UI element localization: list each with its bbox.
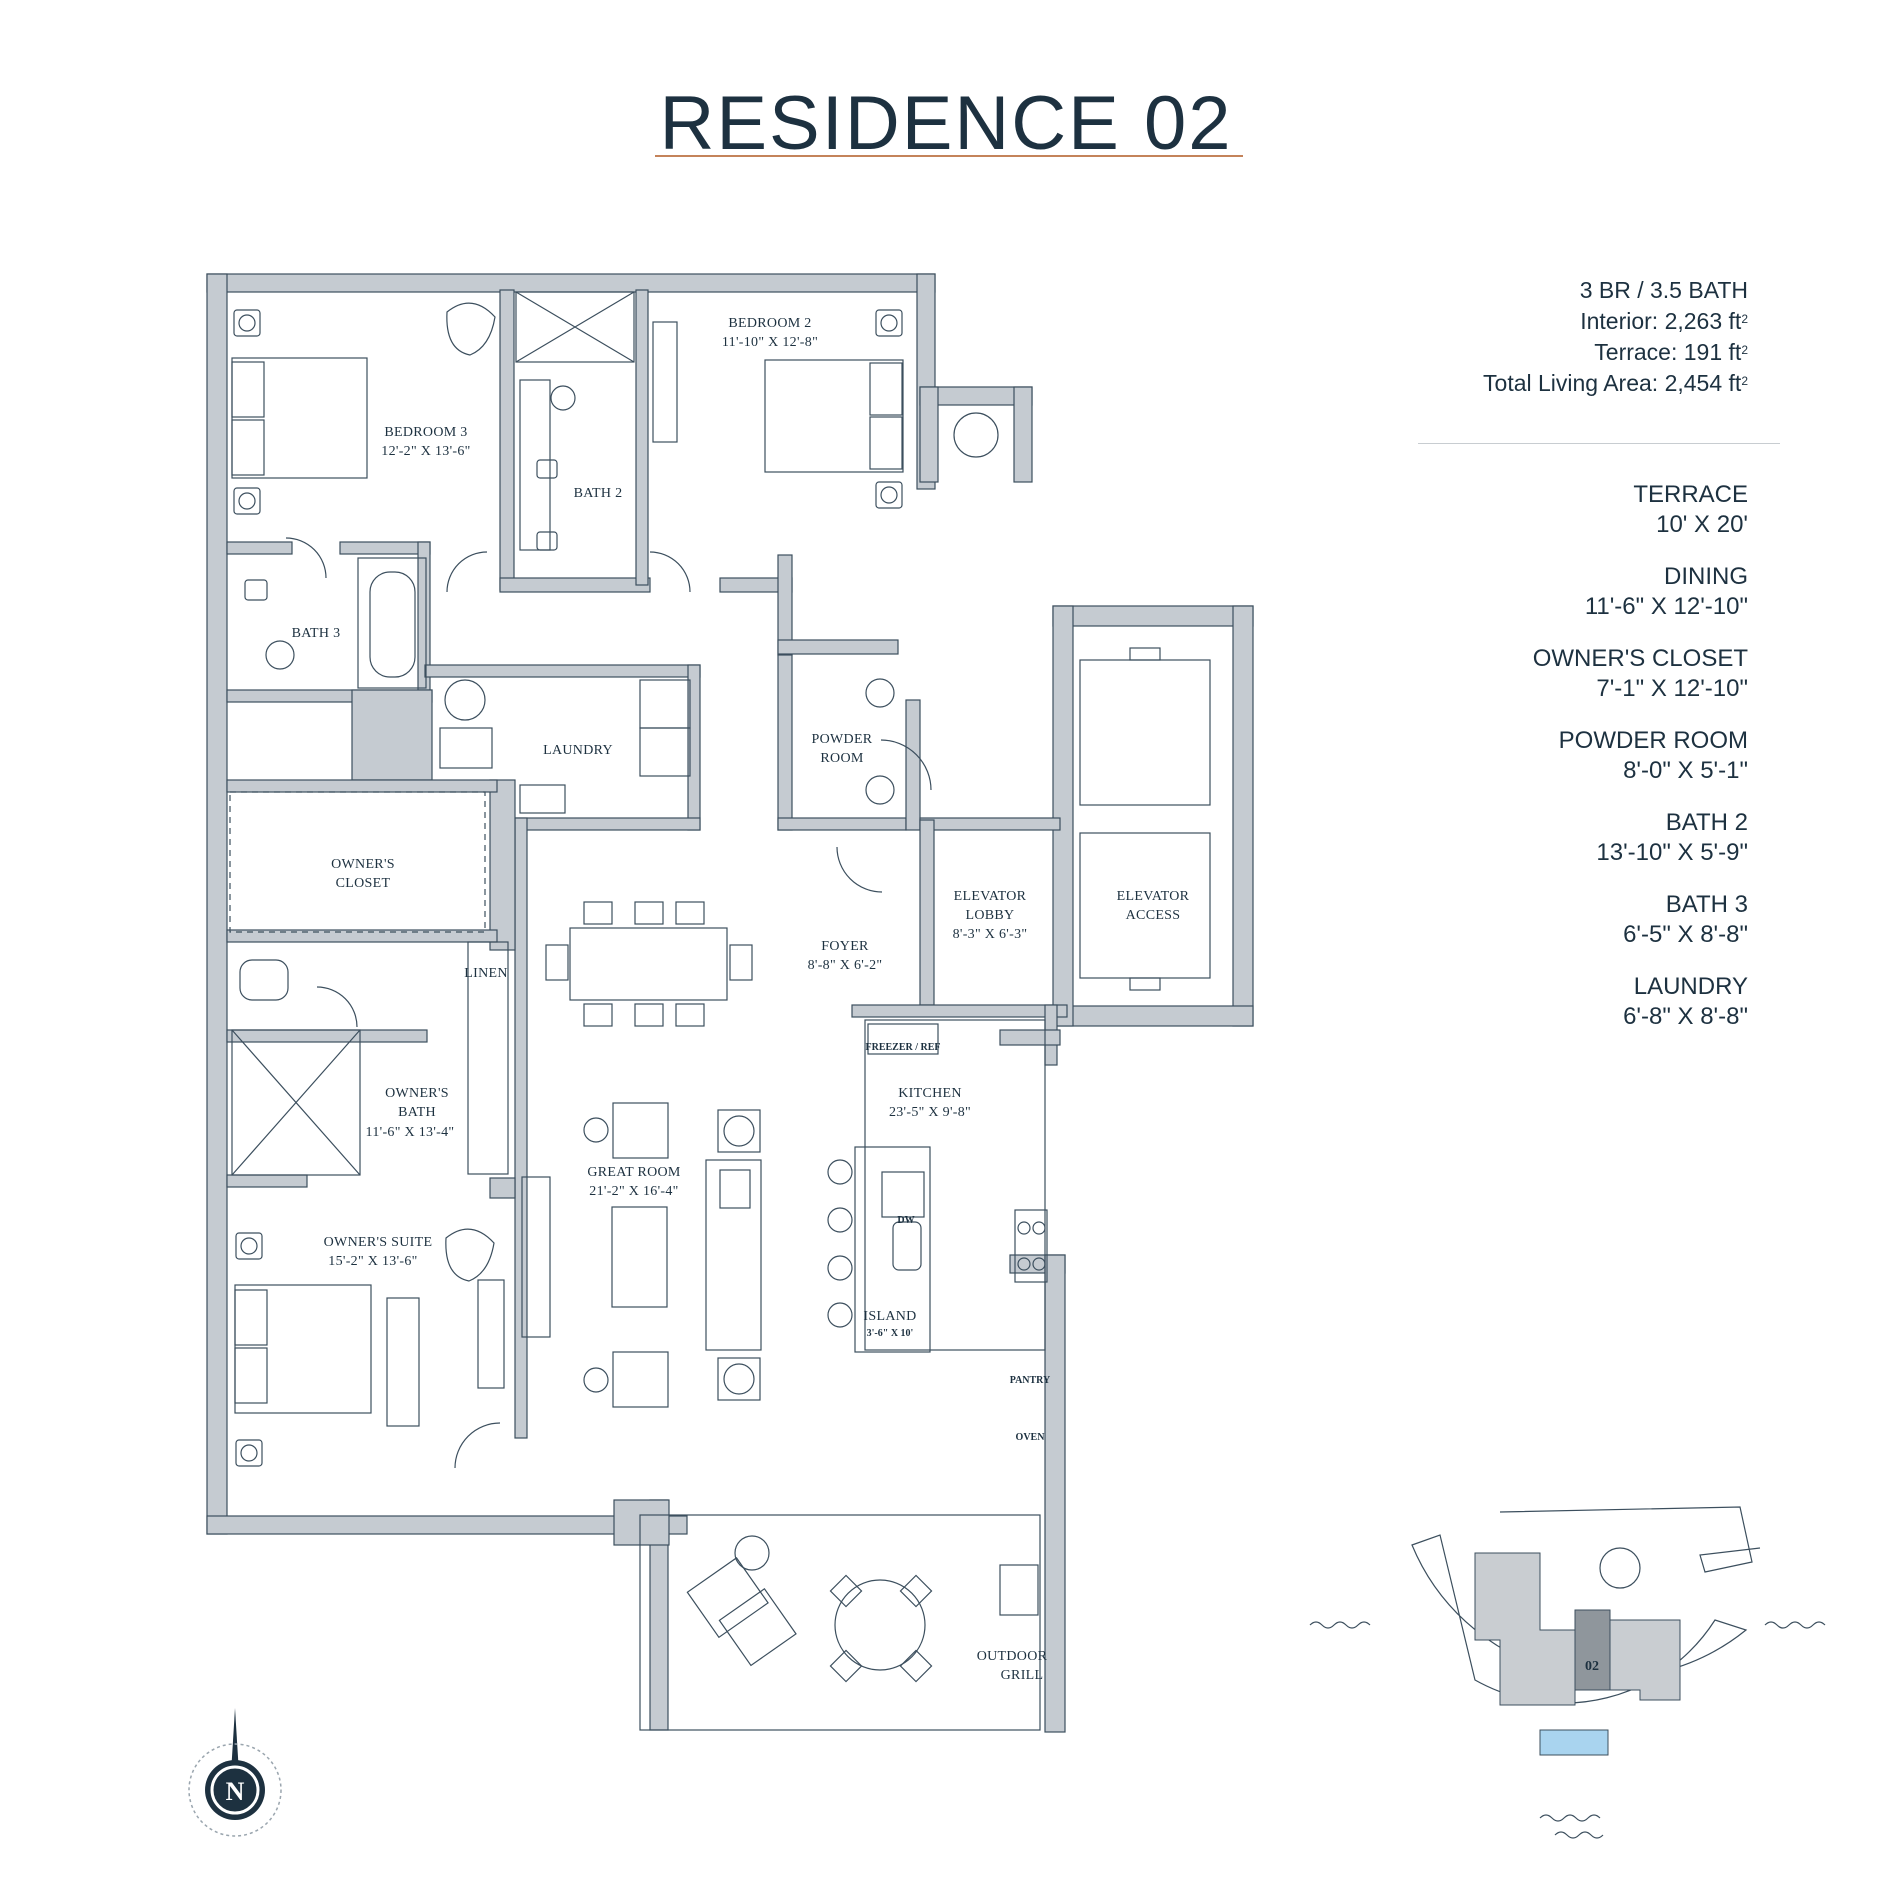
room-label-owners-suite: OWNER'S SUITE [324, 1235, 433, 1250]
room-label-bedroom3: BEDROOM 3 [384, 425, 467, 440]
key-plan-buildings [1474, 1552, 1681, 1756]
room-label-dw: DW [897, 1215, 914, 1226]
room-label-kitchen: KITCHEN [898, 1086, 962, 1101]
room-size-foyer: 8'-8" X 6'-2" [808, 958, 883, 973]
room-label-freezer: FREEZER / REF [865, 1042, 940, 1053]
fixtures [229, 291, 1211, 1731]
room-label-elevator-lobby-line1: ELEVATOR [954, 889, 1027, 904]
room-label-elevator-lobby-line2: LOBBY [966, 908, 1015, 923]
room-size-great-room: 21'-2" X 16'-4" [589, 1184, 678, 1199]
room-size-kitchen: 23'-5" X 9'-8" [889, 1105, 971, 1120]
room-size-owners-bath: 11'-6" X 13'-4" [366, 1125, 455, 1140]
room-label-outdoor-grill-line2: GRILL [1001, 1668, 1044, 1683]
room-label-laundry: LAUNDRY [543, 743, 613, 758]
room-size-elevator-lobby: 8'-3" X 6'-3" [953, 927, 1028, 942]
room-size-owners-suite: 15'-2" X 13'-6" [328, 1254, 417, 1269]
title-underline [655, 155, 1243, 157]
north-compass-icon: N [188, 1708, 282, 1837]
room-label-owners-closet-line1: OWNER'S [331, 857, 395, 872]
room-label-powder-line2: ROOM [820, 751, 863, 766]
room-label-island: ISLAND [863, 1309, 916, 1324]
key-plan-unit-label: 02 [1585, 1659, 1599, 1674]
room-label-linen: LINEN [464, 966, 508, 981]
room-label-bath2: BATH 2 [574, 486, 623, 501]
beds-baths: 3 BR / 3.5 BATH [1579, 277, 1748, 303]
terrace-area: Terrace: 191 ft2 [1594, 339, 1748, 365]
side-divider [1418, 443, 1780, 444]
unit-summary: 3 BR / 3.5 BATH Interior: 2,263 ft2 Terr… [1483, 275, 1748, 399]
room-label-owners-bath-line2: BATH [398, 1105, 436, 1120]
interior-area: Interior: 2,263 ft2 [1580, 308, 1748, 334]
room-label-owners-bath-line1: OWNER'S [385, 1086, 449, 1101]
room-label-outdoor-grill-line1: OUTDOOR [977, 1649, 1048, 1664]
room-label-owners-closet-line2: CLOSET [336, 876, 391, 891]
room-size-island: 3'-6" X 10' [867, 1328, 914, 1339]
room-label-bath3: BATH 3 [292, 626, 341, 641]
room-label-great-room: GREAT ROOM [587, 1165, 681, 1180]
room-label-oven: OVEN [1016, 1432, 1046, 1443]
room-label-pantry: PANTRY [1010, 1375, 1051, 1386]
room-size-bedroom3: 12'-2" X 13'-6" [381, 444, 470, 459]
total-area: Total Living Area: 2,454 ft2 [1483, 370, 1748, 396]
room-size-bedroom2: 11'-10" X 12'-8" [722, 335, 818, 350]
room-label-elevator-access-line1: ELEVATOR [1117, 889, 1190, 904]
room-label-powder-line1: POWDER [812, 732, 873, 747]
room-label-elevator-access-line2: ACCESS [1126, 908, 1181, 923]
room-label-bedroom2: BEDROOM 2 [728, 316, 811, 331]
room-label-foyer: FOYER [821, 939, 869, 954]
compass-letter: N [226, 1777, 245, 1806]
page-title: RESIDENCE 02 [659, 81, 1233, 166]
walls [206, 273, 1254, 1733]
